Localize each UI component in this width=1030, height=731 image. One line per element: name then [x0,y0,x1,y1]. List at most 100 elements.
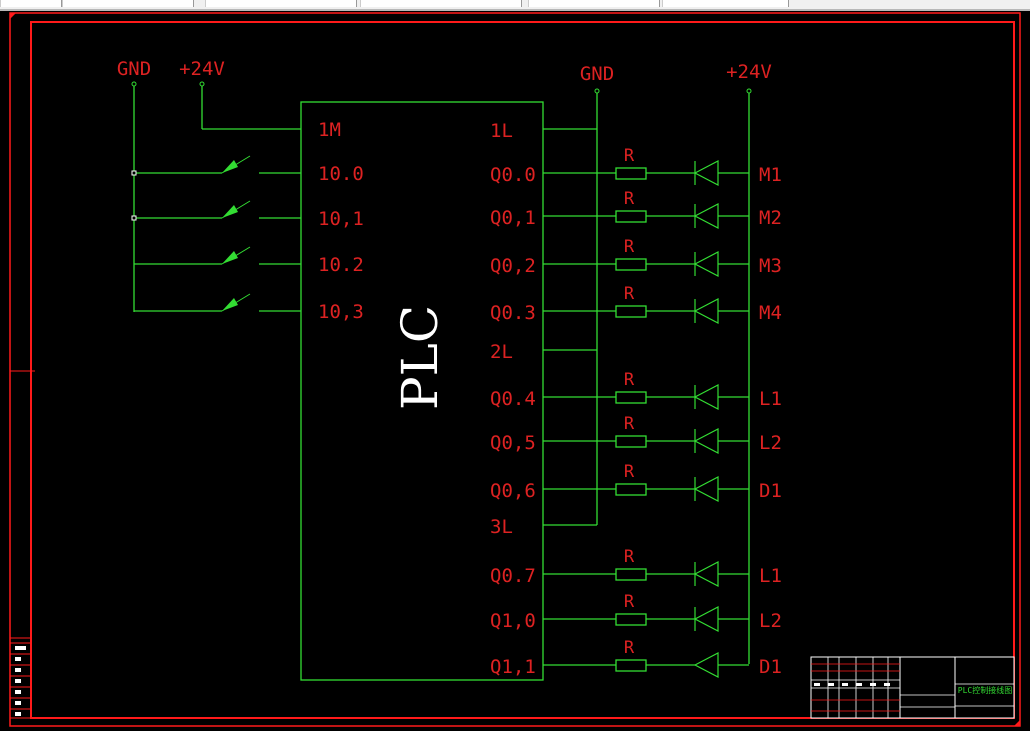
resistor-icon [615,258,647,271]
toolbar-field[interactable] [360,0,522,7]
strip-text [15,690,21,694]
resistor-label: R [624,547,635,567]
resistor-label: R [624,370,635,390]
strip-text [15,701,21,705]
resistor-label: R [624,638,635,658]
plc-title: PLC [391,305,449,410]
wiring [131,81,752,678]
tb-text [870,683,876,686]
load-label: L2 [759,610,782,632]
output-pin-label: 1L [490,120,513,142]
resistor-icon [615,435,647,448]
tb-text [856,683,862,686]
input-pin-label: 10,3 [318,301,364,323]
resistor-icon [615,613,647,626]
load-label: L1 [759,565,782,587]
corner-mark [1014,720,1020,726]
resistor-icon [615,305,647,318]
resistor-icon [615,483,647,496]
diode-icon [693,652,719,678]
output-pin-label: Q0.3 [490,302,536,324]
v24-label-right: +24V [726,61,772,83]
switch-icon [222,298,238,311]
output-pin-label: 2L [490,341,513,363]
tb-text [842,683,848,686]
drawing-frame [9,12,1021,727]
junction-icon [131,170,137,176]
load-label: L1 [759,388,782,410]
load-label: L2 [759,432,782,454]
strip-text [15,712,21,716]
resistor-label: R [624,284,635,304]
resistor-label: R [624,189,635,209]
output-pin-label: 3L [490,516,513,538]
title-block: PLC控制接线图 [810,656,1015,719]
switch-icon [222,160,238,173]
toolbar-field[interactable] [0,0,62,7]
load-label: M2 [759,207,782,229]
tb-text [884,683,890,686]
v24-label-left: +24V [179,58,225,80]
output-pin-label: Q0.0 [490,164,536,186]
resistor-icon [615,568,647,581]
diode-icon [693,561,719,587]
strip-text [15,646,26,650]
resistor-label: R [624,414,635,434]
toolbar-field[interactable] [662,0,789,7]
diode-icon [693,251,719,277]
diode-icon [693,606,719,632]
strip-text [15,668,21,672]
input-pin-label: 10.0 [318,163,364,185]
plc-body[interactable] [300,101,544,681]
output-pin-label: Q0.7 [490,565,536,587]
resistor-label: R [624,237,635,257]
resistor-label: R [624,462,635,482]
input-pin-label: 1M [318,119,341,141]
toolbar-field[interactable] [205,0,357,7]
strip-box [9,637,32,719]
gnd-label-right: GND [580,63,614,85]
toolbar-field[interactable] [528,0,660,7]
load-label: D1 [759,656,782,678]
resistor-icon [615,210,647,223]
load-label: M1 [759,164,782,186]
output-pin-label: Q1,1 [490,656,536,678]
resistor-icon [615,391,647,404]
output-pin-label: Q0,5 [490,432,536,454]
output-pin-label: Q0,6 [490,480,536,502]
schematic-canvas[interactable]: GND+24V1M10.010,110.210,3GND+24V1LQ0.0RM… [0,11,1030,731]
junction-icon [131,215,137,221]
load-label: D1 [759,480,782,502]
side-revision-strip [9,637,32,719]
resistor-icon [615,167,647,180]
resistor-icon [615,659,647,672]
toolbar-field[interactable] [62,0,194,7]
outer-border [9,12,1021,727]
labels: GND+24V1M10.010,110.210,3GND+24V1LQ0.0RM… [117,58,782,678]
tb-text [814,683,820,686]
diode-icon [693,476,719,502]
resistor-label: R [624,146,635,166]
output-pin-label: Q1,0 [490,610,536,632]
strip-text [15,657,21,661]
diode-icon [693,160,719,186]
switch-icon [222,205,238,218]
title-block-frame [810,656,1015,719]
terminal-icon [131,81,137,87]
output-pin-label: Q0,2 [490,255,536,277]
output-pin-label: Q0.4 [490,388,536,410]
terminal-icon [594,88,600,94]
load-label: M4 [759,302,782,324]
terminal-icon [746,88,752,94]
input-pin-label: 10.2 [318,254,364,276]
diode-icon [693,298,719,324]
resistor-label: R [624,592,635,612]
strip-text [15,679,21,683]
gnd-label-left: GND [117,58,151,80]
diode-icon [693,384,719,410]
diode-icon [693,428,719,454]
terminal-icon [199,81,205,87]
corner-mark [10,13,16,19]
tb-text [828,683,834,686]
load-label: M3 [759,255,782,277]
